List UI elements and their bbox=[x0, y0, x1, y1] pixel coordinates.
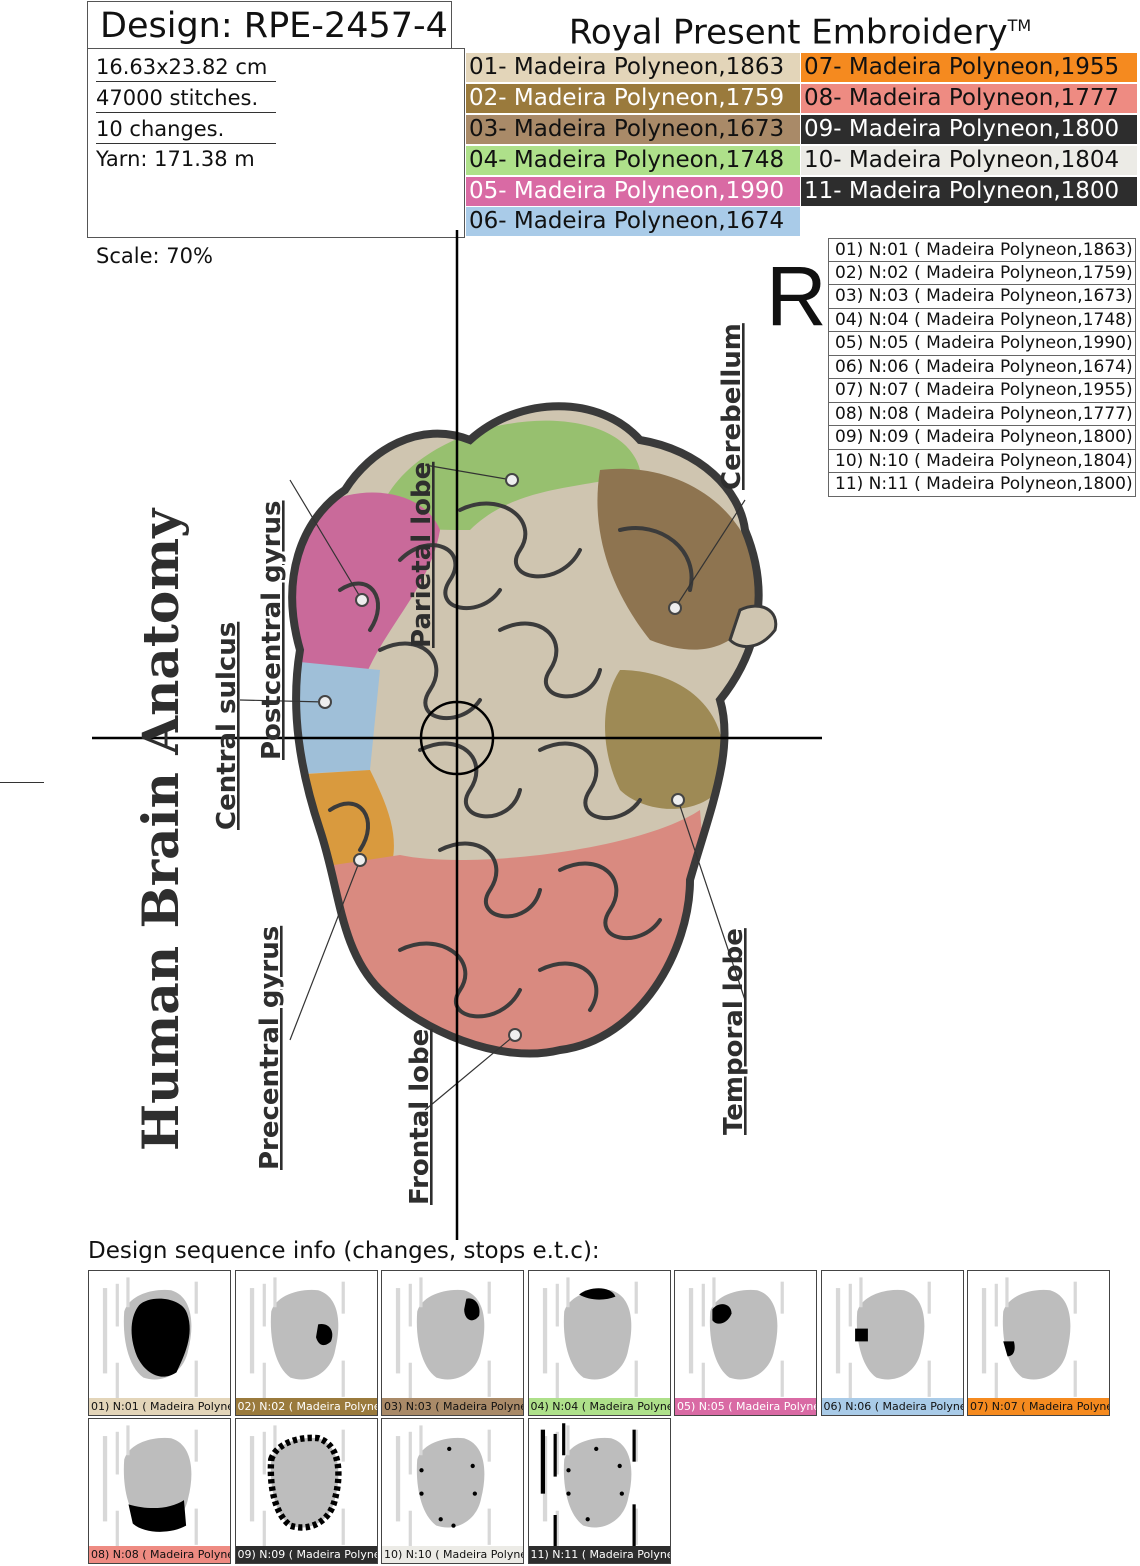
thumb-preview bbox=[249, 1277, 345, 1399]
legend-row: 09) N:09 ( Madeira Polyneon,1800) bbox=[828, 426, 1136, 450]
thumb-caption: 08) N:08 ( Madeira Polyneon,1777) bbox=[89, 1546, 230, 1563]
palette-item: 01- Madeira Polyneon,1863 bbox=[466, 53, 800, 82]
legend-row: 06) N:06 ( Madeira Polyneon,1674) bbox=[828, 355, 1136, 379]
sequence-thumb: 10) N:10 ( Madeira Polyneon,1804) bbox=[381, 1418, 524, 1564]
embroidery-preview: Human Brain Anatomy Postcentral gyrus Pa… bbox=[92, 230, 822, 1240]
palette-item: 07- Madeira Polyneon,1955 bbox=[801, 53, 1137, 82]
thumb-preview bbox=[835, 1277, 931, 1399]
thumb-preview bbox=[542, 1277, 638, 1399]
brain-outline bbox=[288, 402, 763, 1058]
label-precentral: Precentral gyrus bbox=[255, 926, 285, 1170]
sequence-thumb: 01) N:01 ( Madeira Polyneon,1863) bbox=[88, 1270, 231, 1416]
spec-changes: 10 changes. bbox=[96, 115, 276, 144]
legend-row: 03) N:03 ( Madeira Polyneon,1673) bbox=[828, 285, 1136, 309]
thumb-preview bbox=[981, 1277, 1077, 1399]
sequence-thumb: 08) N:08 ( Madeira Polyneon,1777) bbox=[88, 1418, 231, 1564]
leader-lines bbox=[239, 464, 746, 1111]
sequence-thumb: 05) N:05 ( Madeira Polyneon,1990) bbox=[674, 1270, 817, 1416]
palette-item: 06- Madeira Polyneon,1674 bbox=[466, 207, 800, 236]
scale-label: Scale: 70% bbox=[96, 244, 213, 268]
crosshair-circle bbox=[419, 700, 495, 776]
thumb-preview bbox=[395, 1277, 491, 1399]
palette-item: 10- Madeira Polyneon,1804 bbox=[801, 146, 1137, 175]
sequence-thumb: 11) N:11 ( Madeira Polyneon,1800) bbox=[527, 1418, 671, 1564]
legend-row: 08) N:08 ( Madeira Polyneon,1777) bbox=[828, 402, 1136, 426]
legend-row: 02) N:02 ( Madeira Polyneon,1759) bbox=[828, 261, 1136, 285]
thumb-preview bbox=[102, 1425, 198, 1547]
design-title-text: Human Brain Anatomy bbox=[131, 507, 190, 1151]
leader-dots bbox=[318, 473, 685, 1042]
sequence-thumb: 07) N:07 ( Madeira Polyneon,1955) bbox=[967, 1270, 1110, 1416]
thumb-caption: 09) N:09 ( Madeira Polyneon,1800) bbox=[235, 1546, 377, 1563]
palette-item: 02- Madeira Polyneon,1759 bbox=[466, 84, 800, 113]
legend-row: 04) N:04 ( Madeira Polyneon,1748) bbox=[828, 308, 1136, 332]
palette-item: 11- Madeira Polyneon,1800 bbox=[801, 177, 1137, 206]
thumb-preview bbox=[688, 1277, 784, 1399]
sequence-thumb: 06) N:06 ( Madeira Polyneon,1674) bbox=[820, 1270, 964, 1416]
sequence-thumb: 09) N:09 ( Madeira Polyneon,1800) bbox=[234, 1418, 378, 1564]
gyri-lines bbox=[328, 501, 694, 1019]
label-temporal: Temporal lobe bbox=[719, 928, 749, 1135]
label-cerebellum: Cerebellum bbox=[717, 323, 747, 490]
legend-row: 07) N:07 ( Madeira Polyneon,1955) bbox=[828, 379, 1136, 403]
legend-row: 05) N:05 ( Madeira Polyneon,1990) bbox=[828, 332, 1136, 356]
thumb-caption: 07) N:07 ( Madeira Polyneon,1955) bbox=[968, 1398, 1109, 1415]
palette-item: 03- Madeira Polyneon,1673 bbox=[466, 115, 800, 144]
label-frontal: Frontal lobe bbox=[405, 1029, 435, 1205]
thumb-caption: 04) N:04 ( Madeira Polyneon,1748) bbox=[528, 1398, 670, 1415]
sequence-thumb: 04) N:04 ( Madeira Polyneon,1748) bbox=[527, 1270, 671, 1416]
legend-row: 11) N:11 ( Madeira Polyneon,1800) bbox=[828, 473, 1136, 497]
thumb-caption: 02) N:02 ( Madeira Polyneon,1759) bbox=[235, 1398, 377, 1415]
spec-size: 16.63x23.82 cm bbox=[96, 53, 276, 82]
palette-item: 09- Madeira Polyneon,1800 bbox=[801, 115, 1137, 144]
thumb-caption: 11) N:11 ( Madeira Polyneon,1800) bbox=[528, 1546, 670, 1563]
thumb-caption: 06) N:06 ( Madeira Polyneon,1674) bbox=[821, 1398, 963, 1415]
legend-row: 10) N:10 ( Madeira Polyneon,1804) bbox=[828, 449, 1136, 473]
spec-stitches: 47000 stitches. bbox=[96, 84, 276, 113]
palette-item: 05- Madeira Polyneon,1990 bbox=[466, 177, 800, 206]
edge-tick bbox=[0, 782, 44, 783]
legend-row: 01) N:01 ( Madeira Polyneon,1863) bbox=[828, 238, 1136, 262]
label-postcentral: Postcentral gyrus bbox=[257, 500, 287, 760]
label-central: Central sulcus bbox=[212, 622, 242, 830]
label-parietal: Parietal lobe bbox=[407, 462, 437, 648]
design-title: Design: RPE-2457-4 bbox=[87, 1, 452, 49]
sequence-thumb: 02) N:02 ( Madeira Polyneon,1759) bbox=[234, 1270, 378, 1416]
thumb-caption: 05) N:05 ( Madeira Polyneon,1990) bbox=[675, 1398, 816, 1415]
registered-mark: R bbox=[766, 249, 827, 343]
brain-stem bbox=[728, 604, 778, 649]
sequence-title: Design sequence info (changes, stops e.t… bbox=[88, 1238, 600, 1264]
spec-yarn: Yarn: 171.38 m bbox=[96, 147, 255, 171]
thumb-preview bbox=[102, 1277, 198, 1399]
thumb-preview bbox=[540, 1423, 638, 1547]
thumb-caption: 10) N:10 ( Madeira Polyneon,1804) bbox=[382, 1546, 523, 1563]
palette-item: 04- Madeira Polyneon,1748 bbox=[466, 146, 800, 175]
thread-legend: 01) N:01 ( Madeira Polyneon,1863) 02) N:… bbox=[828, 238, 1136, 497]
thumb-caption: 01) N:01 ( Madeira Polyneon,1863) bbox=[89, 1398, 230, 1415]
spec-box: 16.63x23.82 cm 47000 stitches. 10 change… bbox=[87, 48, 465, 238]
brain-shape bbox=[292, 406, 759, 1054]
sequence-thumb: 03) N:03 ( Madeira Polyneon,1673) bbox=[381, 1270, 524, 1416]
brand-title: Royal Present EmbroideryTM bbox=[470, 6, 1130, 52]
palette-item: 08- Madeira Polyneon,1777 bbox=[801, 84, 1137, 113]
thumb-caption: 03) N:03 ( Madeira Polyneon,1673) bbox=[382, 1398, 523, 1415]
trademark: TM bbox=[1007, 16, 1032, 35]
thumb-preview bbox=[395, 1425, 491, 1547]
thumb-preview bbox=[249, 1425, 345, 1547]
brand-name: Royal Present Embroidery bbox=[568, 12, 1008, 53]
